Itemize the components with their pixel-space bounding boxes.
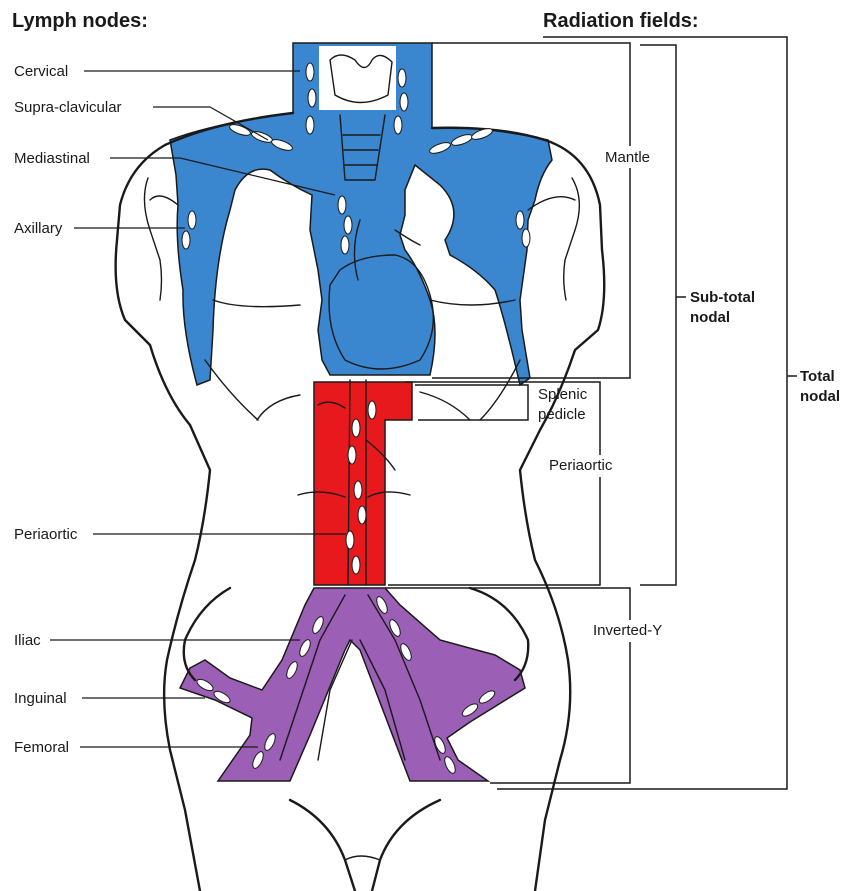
radiation-fields-heading: Radiation fields:	[543, 10, 699, 32]
bracket-subtotal-nodal: Sub-total nodal	[640, 45, 755, 585]
inverted-y-field-shape	[180, 588, 525, 781]
mantle-field	[170, 43, 552, 385]
lymph-node-label-axillary: Axillary	[14, 220, 185, 237]
periaortic-field	[314, 382, 412, 585]
svg-text:Mediastinal: Mediastinal	[14, 150, 90, 167]
svg-text:Femoral: Femoral	[14, 739, 69, 756]
svg-text:Periaortic: Periaortic	[549, 457, 613, 474]
svg-text:Inverted-Y: Inverted-Y	[593, 622, 662, 639]
bracket-periaortic: Periaortic	[388, 382, 626, 585]
svg-text:Periaortic: Periaortic	[14, 526, 78, 543]
lymph-node-label-iliac: Iliac	[14, 632, 300, 649]
svg-text:Iliac: Iliac	[14, 632, 41, 649]
svg-text:Supra-clavicular: Supra-clavicular	[14, 99, 122, 116]
lymph-node-label-inguinal: Inguinal	[14, 690, 205, 707]
svg-text:Total: Total	[800, 368, 835, 385]
svg-text:Axillary: Axillary	[14, 220, 63, 237]
lymph-node-label-periaortic: Periaortic	[14, 526, 346, 543]
svg-text:Splenic: Splenic	[538, 386, 588, 403]
svg-text:nodal: nodal	[690, 309, 730, 326]
svg-text:Sub-total: Sub-total	[690, 289, 755, 306]
bracket-splenic-pedicle: Splenic pedicle	[415, 385, 588, 423]
lymph-nodes-heading: Lymph nodes:	[12, 10, 148, 32]
inverted-y-field	[180, 588, 525, 781]
svg-text:Mantle: Mantle	[605, 149, 650, 166]
svg-text:nodal: nodal	[800, 388, 840, 405]
larynx-window	[319, 46, 396, 110]
lymph-node-label-cervical: Cervical	[14, 63, 300, 80]
periaortic-field-shape	[314, 382, 412, 585]
lymph-node-label-femoral: Femoral	[14, 739, 258, 756]
svg-text:pedicle: pedicle	[538, 406, 586, 423]
svg-text:Inguinal: Inguinal	[14, 690, 67, 707]
svg-text:Cervical: Cervical	[14, 63, 68, 80]
